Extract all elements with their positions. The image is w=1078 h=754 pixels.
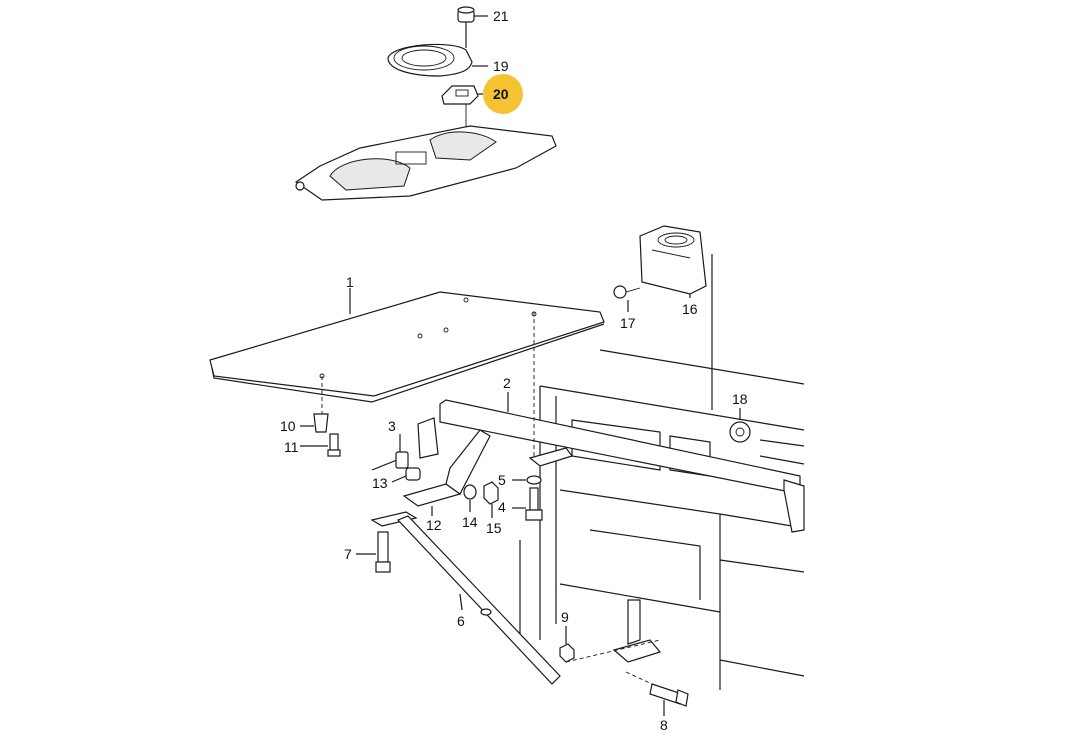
- callout-1[interactable]: 1: [346, 274, 354, 290]
- part-11-screw: [300, 433, 341, 457]
- callout-19[interactable]: 19: [493, 58, 509, 74]
- callout-7[interactable]: 7: [344, 546, 352, 562]
- part-15-nut: [483, 481, 499, 518]
- callout-17[interactable]: 17: [620, 315, 636, 331]
- part-7-bolt: [356, 511, 418, 573]
- highlight-marker: [483, 74, 523, 114]
- part-21-knob: [457, 6, 488, 48]
- part-9-nut: [559, 626, 575, 663]
- part-1-table-top: [209, 288, 605, 403]
- callout-15[interactable]: 15: [486, 520, 502, 536]
- callout-14[interactable]: 14: [462, 514, 478, 530]
- part-3-pin: [371, 434, 409, 471]
- part-18-grommet: [729, 408, 751, 443]
- part-13-bush: [391, 467, 421, 483]
- bracket-upper: [528, 312, 573, 467]
- part-19-ring-cover: [387, 43, 488, 77]
- callout-4[interactable]: 4: [498, 499, 506, 515]
- callout-18[interactable]: 18: [732, 391, 748, 407]
- callout-20[interactable]: 20: [493, 86, 509, 102]
- part-8-bolt: [625, 671, 689, 716]
- part-10-clip: [300, 376, 329, 433]
- vehicle-frame: [519, 349, 805, 690]
- bracket-lower: [565, 599, 662, 663]
- part-6-strut: [396, 515, 561, 685]
- callout-3[interactable]: 3: [388, 418, 396, 434]
- console-tray: [294, 125, 557, 201]
- callout-9[interactable]: 9: [561, 609, 569, 625]
- callout-labels: 21 19 20 1 16 17 2 18 3 10 11 13 5 4 12 …: [280, 8, 748, 733]
- part-2-beam: [417, 392, 805, 533]
- callout-11[interactable]: 11: [284, 439, 299, 455]
- part-12-hinge: [402, 429, 491, 516]
- part-14-washer: [463, 484, 477, 512]
- callout-5[interactable]: 5: [498, 472, 506, 488]
- callout-21[interactable]: 21: [493, 8, 509, 24]
- callout-13[interactable]: 13: [372, 475, 388, 491]
- part-4-bolt: [512, 487, 543, 521]
- callout-12[interactable]: 12: [426, 517, 442, 533]
- callout-2[interactable]: 2: [503, 375, 511, 391]
- part-16-bracket: [639, 225, 713, 410]
- callout-16[interactable]: 16: [682, 301, 698, 317]
- part-5-washer: [512, 475, 542, 485]
- callout-10[interactable]: 10: [280, 418, 296, 434]
- part-17-screw: [613, 285, 641, 312]
- callout-6[interactable]: 6: [457, 613, 465, 629]
- callout-8[interactable]: 8: [660, 717, 668, 733]
